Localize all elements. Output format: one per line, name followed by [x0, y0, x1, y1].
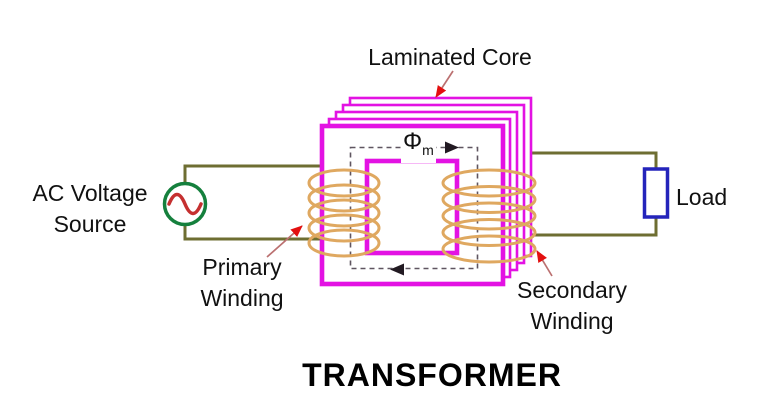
- secondary-winding-pointer-icon: [536, 250, 553, 277]
- secondary-winding-label: Secondary Winding: [496, 275, 648, 337]
- primary-winding-pointer-icon: [266, 225, 303, 258]
- sine-wave-icon: [167, 192, 203, 216]
- primary-bottom-wire: [183, 224, 326, 241]
- primary-top-wire: [183, 164, 326, 184]
- primary-winding-coil: [307, 168, 381, 258]
- coil-turn: [307, 168, 381, 198]
- laminated-core-pointer-icon: [435, 70, 454, 98]
- secondary-bottom-wire: [531, 217, 658, 237]
- primary-winding-line1: Primary: [202, 254, 282, 280]
- secondary-winding-line1: Secondary: [517, 277, 627, 303]
- laminated-core-label: Laminated Core: [368, 44, 532, 70]
- ac-voltage-source-line1: AC Voltage: [32, 180, 148, 206]
- core-window: [364, 158, 460, 256]
- coil-turn: [441, 185, 537, 214]
- primary-winding-line2: Winding: [200, 285, 284, 311]
- load-label: Load: [676, 184, 728, 210]
- flux-label: Φm: [401, 129, 436, 163]
- coil-turn: [441, 218, 537, 247]
- coil-turn: [307, 228, 381, 258]
- load-resistor: [642, 167, 670, 219]
- flux-arrow-right-icon: [445, 141, 459, 154]
- coil-turn: [307, 213, 381, 243]
- secondary-winding-line2: Winding: [530, 308, 614, 334]
- coil-turn: [441, 234, 537, 264]
- coil-turn: [441, 168, 537, 198]
- coil-turn: [441, 201, 537, 231]
- coil-turn: [307, 198, 381, 228]
- page-title: TRANSFORMER: [302, 357, 562, 393]
- flux-symbol: Φ: [403, 128, 423, 155]
- primary-winding-label: Primary Winding: [168, 252, 316, 314]
- ac-voltage-source-line2: Source: [53, 211, 127, 237]
- primary-circuit: [162, 164, 326, 241]
- secondary-winding-coil: [441, 168, 537, 264]
- secondary-top-wire: [528, 151, 658, 169]
- ac-voltage-source-label: AC Voltage Source: [15, 178, 165, 240]
- flux-arrow-left-icon: [390, 263, 404, 276]
- callout-pointers: [266, 70, 553, 277]
- secondary-circuit: [528, 151, 670, 237]
- coil-turn: [307, 183, 381, 213]
- flux-subscript: m: [422, 141, 434, 158]
